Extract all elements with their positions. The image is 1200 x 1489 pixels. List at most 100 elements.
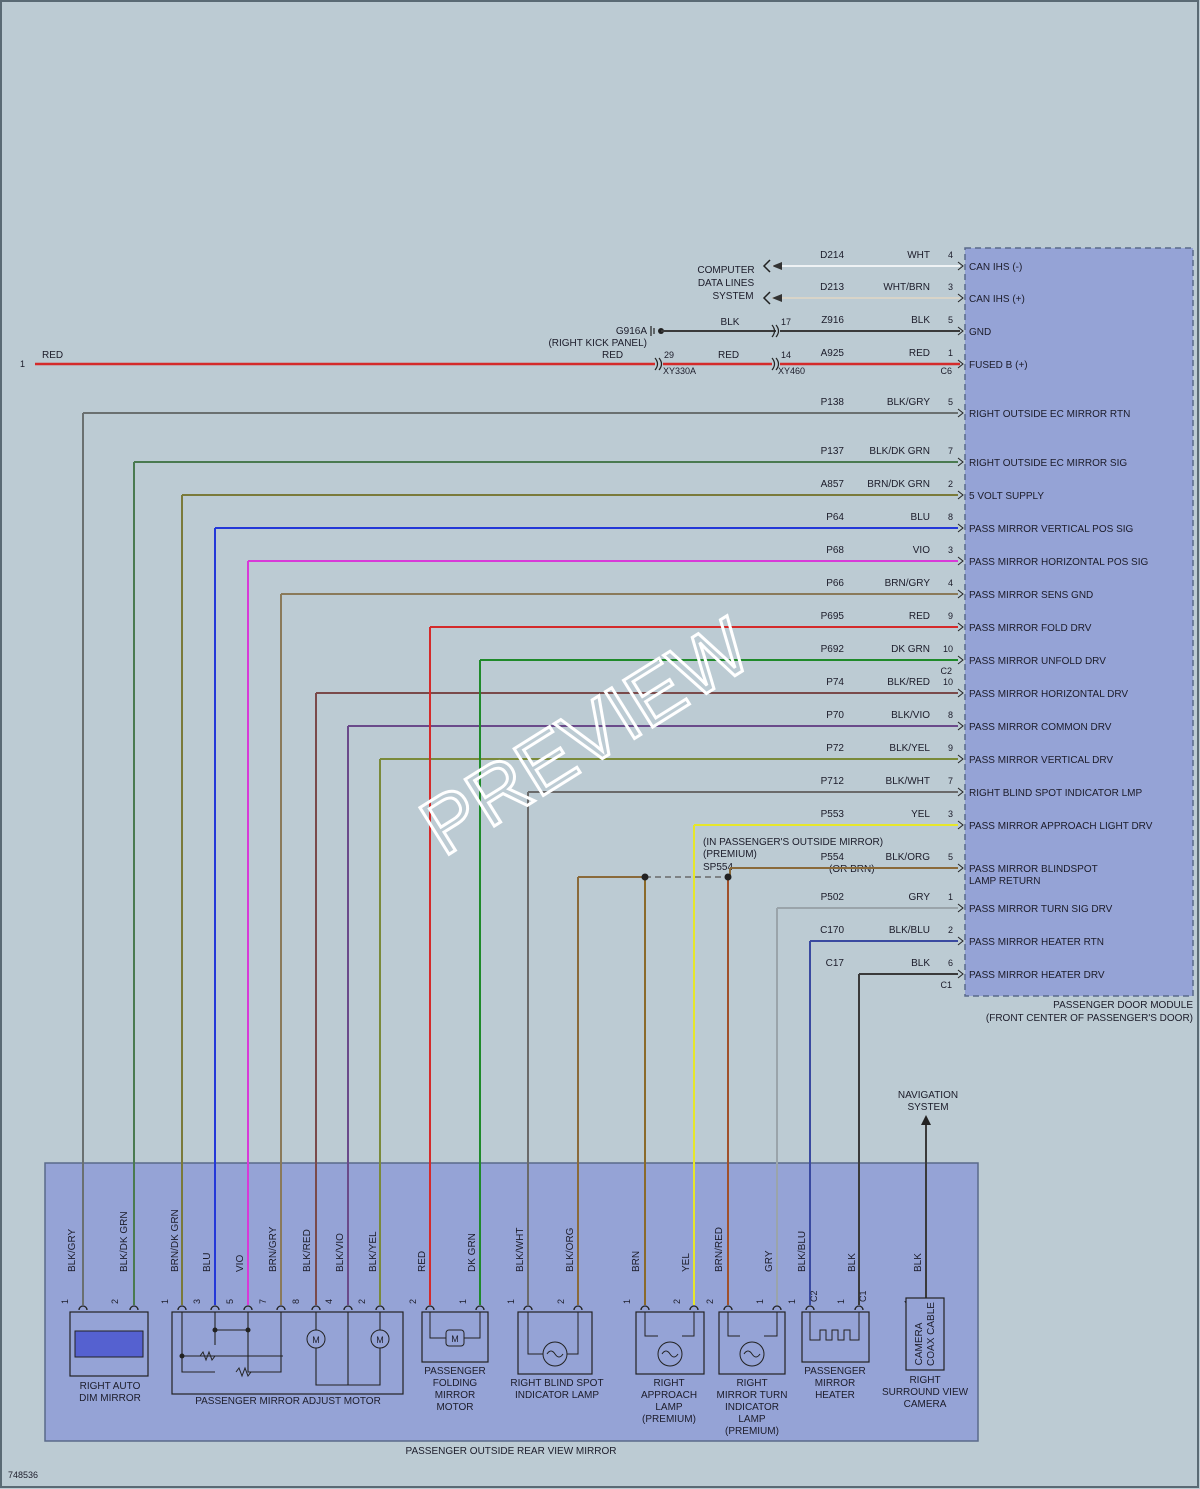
camera-inner-label-1: CAMERA: [914, 1322, 925, 1365]
lamp-leads: [527, 1312, 579, 1355]
module-pin-function: RIGHT BLIND SPOT INDICATOR LMP: [969, 788, 1143, 799]
wire-color-label: BLK/VIO: [891, 710, 930, 721]
pin-terminal-icon: [957, 936, 964, 946]
wire-color-label: BLU: [911, 512, 930, 523]
pin-terminal-icon: [957, 754, 964, 764]
approach-lamp-label: APPROACH: [641, 1390, 697, 1401]
wire-color-label-vertical: BRN/DK GRN: [170, 1209, 181, 1272]
circuit-id: P72: [826, 743, 844, 754]
heater-box: [801, 1311, 870, 1363]
circuit-id: P553: [821, 809, 845, 820]
pin-number: 3: [948, 545, 953, 555]
passenger-door-module: [964, 247, 1194, 997]
xy330a-pin: 29: [664, 350, 674, 360]
splice-point: [641, 873, 649, 881]
module-pin-function: 5 VOLT SUPPLY: [969, 491, 1044, 502]
wire-color-label: YEL: [911, 809, 930, 820]
wire-color-label: BLK/YEL: [889, 743, 930, 754]
camera-label: RIGHT: [909, 1375, 940, 1386]
xy460-pin-17: 17: [781, 317, 791, 327]
module-pin-function: PASS MIRROR FOLD DRV: [969, 623, 1092, 634]
pin-terminal-icon: [957, 969, 964, 979]
pin-terminal-icon: [957, 261, 964, 271]
turn-lamp-label: MIRROR TURN: [717, 1390, 788, 1401]
wire-color-label: WHT: [907, 250, 930, 261]
component-pin-number: 1: [60, 1299, 70, 1304]
pin-terminal-icon: [957, 903, 964, 913]
component-pin-number: 2: [110, 1299, 120, 1304]
module-pin-function: RIGHT OUTSIDE EC MIRROR RTN: [969, 409, 1130, 420]
pin-number: 5: [948, 852, 953, 862]
heater-label: HEATER: [815, 1390, 855, 1401]
circuit-id: P64: [826, 512, 844, 523]
circuit-id: P692: [821, 644, 845, 655]
pin-terminal-icon: [957, 721, 964, 731]
component-pin-number: 2: [705, 1299, 715, 1304]
ground-icon: [650, 326, 655, 336]
turn-lamp-label: RIGHT: [736, 1378, 767, 1389]
ground-id: G916A: [616, 326, 647, 337]
pin-terminal-icon: [957, 408, 964, 418]
pin-terminal-icon: [957, 589, 964, 599]
component-pin-number: 2: [408, 1299, 418, 1304]
wire-color-label-vertical: BLK/RED: [302, 1229, 313, 1272]
component-pin-number: 1: [458, 1299, 468, 1304]
wire-color-label-vertical: BLK/WHT: [515, 1228, 526, 1272]
pin-terminal-icon: [957, 293, 964, 303]
potentiometer-icon: [199, 1350, 252, 1378]
pin-number: 8: [948, 710, 953, 720]
pin-terminal-icon: [957, 622, 964, 632]
module-pin-function: PASS MIRROR HORIZONTAL POS SIG: [969, 557, 1149, 568]
adjust-motor-box: [171, 1311, 404, 1395]
pin-number: 5: [948, 397, 953, 407]
module-pin-function: PASS MIRROR HEATER DRV: [969, 970, 1105, 981]
motor-icon: [370, 1329, 390, 1349]
module-pin-function: PASS MIRROR TURN SIG DRV: [969, 904, 1113, 915]
wire-color-label: WHT/BRN: [883, 282, 930, 293]
circuit-id: P712: [821, 776, 845, 787]
circuit-id: P138: [821, 397, 845, 408]
inline-connector-icon: [771, 324, 780, 338]
blind-spot-lamp-label: INDICATOR LAMP: [515, 1390, 599, 1401]
camera-box: [905, 1297, 945, 1371]
red-mid-label: RED: [718, 350, 739, 361]
component-pin-number: 1: [622, 1299, 632, 1304]
feed-color: RED: [42, 350, 63, 361]
component-pin-number: 2: [357, 1299, 367, 1304]
terminal-icon: [723, 1305, 733, 1311]
terminal-icon: [78, 1305, 88, 1311]
lamp-leads: [727, 1312, 778, 1337]
cdl-label-3: SYSTEM: [712, 291, 753, 302]
module-label-1: PASSENGER DOOR MODULE: [1053, 1000, 1193, 1011]
module-pin-function: GND: [969, 327, 991, 338]
figure-id: 748536: [8, 1470, 38, 1480]
inline-connector-icon: [654, 357, 663, 371]
wire-color-label: BLK/DK GRN: [869, 446, 930, 457]
pin-terminal-icon: [957, 787, 964, 797]
component-pin-number: 8: [291, 1299, 301, 1304]
arrow-left-icon: [772, 262, 782, 270]
wire-color-label-vertical: BLK/BLU: [797, 1231, 808, 1272]
xy330a-label: XY330A: [663, 366, 696, 376]
module-pin-function: PASS MIRROR VERTICAL POS SIG: [969, 524, 1134, 535]
component-pin-number: 3: [192, 1299, 202, 1304]
module-pin-function: CAN IHS (-): [969, 262, 1022, 273]
junction-dot: [179, 1353, 185, 1359]
pin-terminal-icon: [957, 688, 964, 698]
wire-color-label-vertical: BRN/GRY: [268, 1226, 279, 1272]
terminal-icon: [210, 1305, 220, 1311]
auto-dim-label-2: DIM MIRROR: [79, 1393, 141, 1404]
approach-lamp-box: [635, 1311, 705, 1375]
heater-label: PASSENGER: [804, 1366, 866, 1377]
wire-color-label: BLK: [911, 958, 930, 969]
terminal-icon: [425, 1305, 435, 1311]
folding-motor-label: MIRROR: [435, 1390, 476, 1401]
wire-color-label: GRY: [909, 892, 931, 903]
pin-terminal-icon: [957, 820, 964, 830]
pin-number: 1: [948, 348, 953, 358]
pin-terminal-icon: [957, 655, 964, 665]
circuit-id: Z916: [821, 315, 844, 326]
xy460-label: XY460: [778, 366, 805, 376]
